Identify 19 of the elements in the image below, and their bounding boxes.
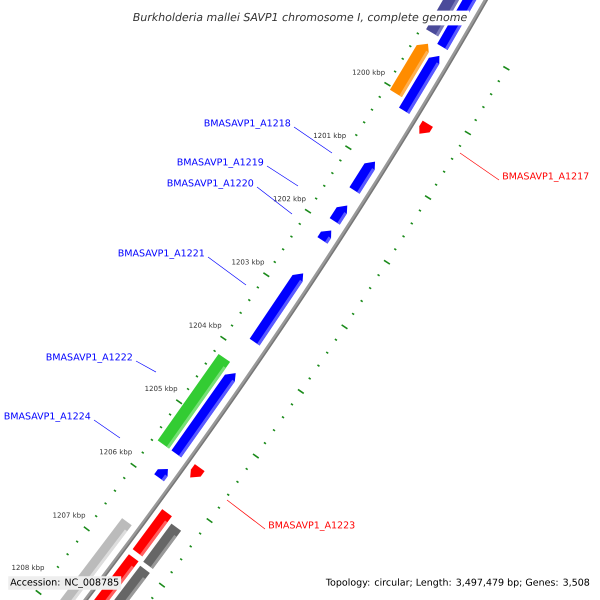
gene-label: BMASAVP1_A1221 <box>118 249 204 259</box>
title: Burkholderia mallei SAVP1 chromosome I, complete genome <box>130 10 470 26</box>
leader-line <box>294 126 332 154</box>
leader-line <box>256 186 292 214</box>
leader-line <box>226 500 266 530</box>
gene-label: BMASAVP1_A1218 <box>204 119 290 129</box>
leader-line <box>136 360 156 372</box>
accession-label: Accession: NC_008785 <box>8 576 122 590</box>
leader-line <box>266 166 298 186</box>
genome-info-text: Topology: circular; Length: 3,497,479 bp; Genes: 3,508 <box>324 576 592 590</box>
gene-label: BMASAVP1_A1220 <box>168 179 254 189</box>
leader-line <box>460 152 500 180</box>
gene-label: BMASAVP1_A1224 <box>4 412 90 422</box>
gene-label: BMASAVP1_A1222 <box>46 353 132 363</box>
gene-label: BMASAVP1_A1217 <box>503 172 588 182</box>
leader-line <box>208 256 246 286</box>
gene-label: BMASAVP1_A1219 <box>178 158 264 168</box>
leader-line <box>94 420 120 438</box>
gene-label: BMASAVP1_A1223 <box>269 521 354 531</box>
